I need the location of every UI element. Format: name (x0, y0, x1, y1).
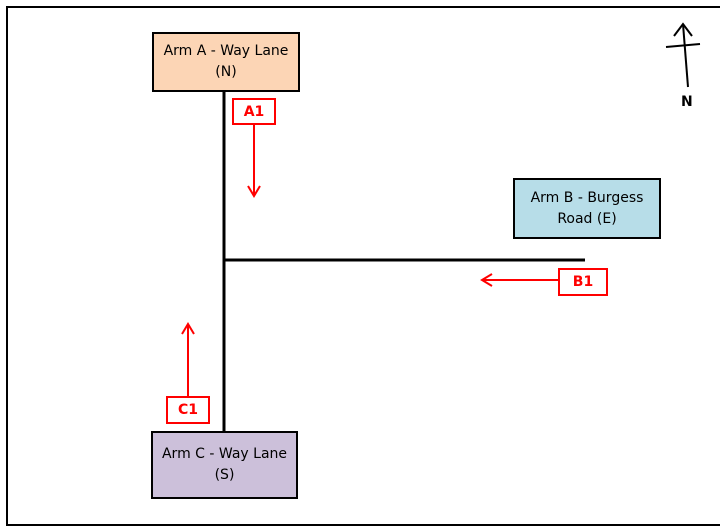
north-arrow-icon (665, 22, 701, 88)
arm-b-line2: Road (E) (557, 210, 617, 227)
arm-c-line1: Arm C - Way Lane (161, 446, 288, 462)
arm-c-line2: (S) (214, 467, 235, 483)
flow-label-c1: C1 (166, 396, 210, 424)
arrow-a1 (247, 125, 261, 198)
arm-b-box: Arm B - Burgess Road (E) (513, 178, 661, 239)
arrow-c1 (181, 322, 195, 396)
arm-c-box: Arm C - Way Lane (S) (151, 431, 298, 499)
flow-label-a1: A1 (232, 98, 276, 125)
arm-a-line1: Arm A - Way Lane (163, 43, 289, 59)
north-label: N (681, 94, 693, 110)
arm-a-line2: (N) (215, 64, 237, 80)
arm-a-box: Arm A - Way Lane (N) (152, 32, 300, 92)
arm-b-line1: Arm B - Burgess (530, 189, 644, 206)
arrow-b1 (480, 273, 558, 287)
flow-label-b1: B1 (558, 268, 608, 296)
